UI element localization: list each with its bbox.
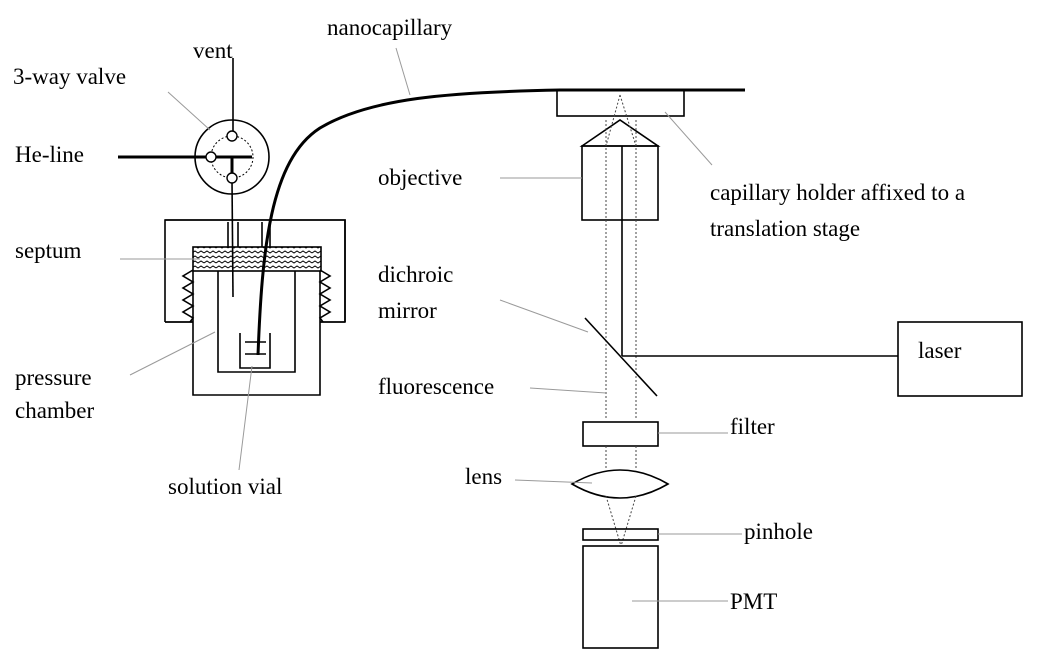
label-pressure: pressure: [15, 365, 92, 390]
nanocapillary: [256, 88, 745, 356]
valve-port-bottom: [226, 172, 238, 184]
label-vent: vent: [193, 38, 233, 63]
label-three-way-valve: 3-way valve: [13, 64, 126, 89]
leader-valve: [167, 91, 211, 131]
dichroic-mirror: [584, 317, 658, 397]
converge-ray-right: [620, 495, 637, 547]
pressure-inlet-tube: [231, 179, 234, 298]
label-mirror: mirror: [378, 298, 437, 323]
label-septum: septum: [15, 238, 82, 263]
thread-right: [318, 269, 332, 323]
label-pinhole: pinhole: [744, 519, 813, 544]
chamber-body-inner: [217, 271, 296, 373]
objective-cone: [579, 119, 661, 147]
leader-capillary-holder: [664, 111, 713, 166]
solution-vial: [239, 333, 271, 369]
lens: [570, 469, 670, 499]
leader-lens: [514, 479, 593, 484]
converge-ray-left: [605, 495, 622, 547]
pressure-chamber-assembly: [164, 179, 346, 396]
label-fluorescence: fluorescence: [378, 374, 494, 399]
pmt-box: [582, 545, 659, 649]
leader-lines: [120, 47, 742, 602]
laser-box: [897, 321, 1023, 397]
chamber-cap-outline: [164, 219, 346, 322]
label-capillary-holder-1: capillary holder affixed to a: [710, 180, 965, 205]
label-dichroic: dichroic: [378, 262, 453, 287]
label-filter: filter: [730, 414, 775, 439]
focus-ray-left: [605, 94, 621, 147]
label-objective: objective: [378, 165, 462, 190]
septum: [192, 246, 322, 272]
three-way-valve: [118, 58, 270, 195]
capillary-holder: [556, 89, 685, 117]
leader-pressure-chamber: [129, 331, 216, 376]
filter: [582, 421, 659, 447]
label-he-line: He-line: [15, 142, 84, 167]
labels: vent 3-way valve He-line septum pressure…: [13, 15, 965, 614]
label-capillary-holder-2: translation stage: [710, 216, 860, 241]
leader-fluorescence: [529, 387, 607, 394]
optical-train: [556, 89, 1023, 649]
chamber-body-outer: [192, 271, 321, 396]
thread-left: [181, 269, 195, 323]
pinhole: [582, 528, 659, 541]
valve-port-top: [226, 130, 238, 142]
label-nanocapillary: nanocapillary: [327, 15, 453, 40]
leader-dichroic: [499, 299, 589, 333]
label-laser: laser: [918, 338, 962, 363]
leader-solution-vial: [238, 365, 253, 471]
objective-barrel: [581, 145, 659, 221]
label-lens: lens: [465, 464, 502, 489]
focus-ray-right: [619, 94, 637, 147]
leader-nanocapillary: [395, 47, 411, 96]
valve-port-left: [205, 151, 217, 163]
label-chamber: chamber: [15, 398, 95, 423]
label-solution-vial: solution vial: [168, 474, 282, 499]
label-pmt: PMT: [730, 589, 777, 614]
